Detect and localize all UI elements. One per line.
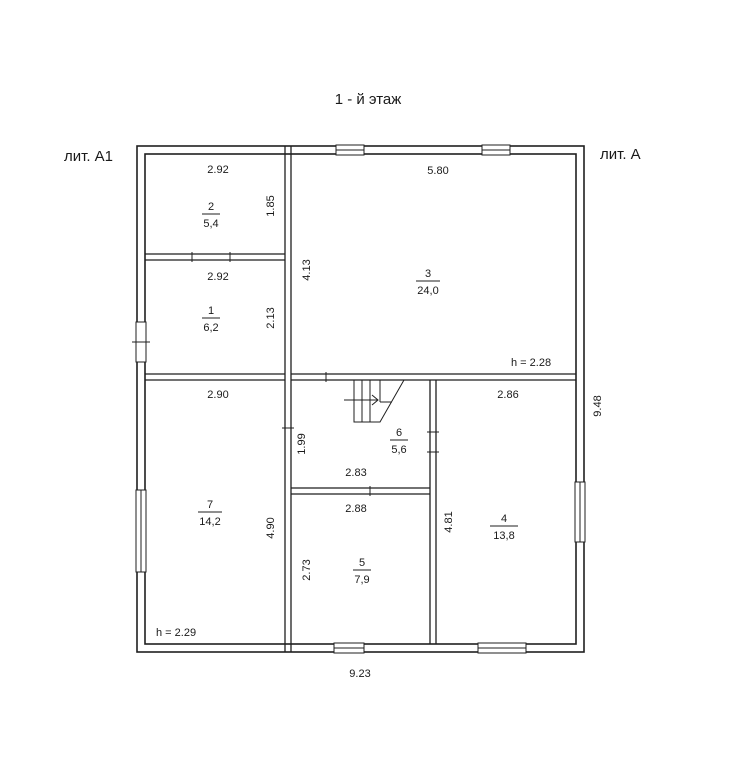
dim-room5-height: 2.73 (301, 559, 313, 580)
dim-room7-height: 4.90 (265, 517, 277, 538)
dim-room3-width: 5.80 (427, 165, 448, 177)
room-7-area: 14,2 (199, 516, 220, 528)
dim-room6-height: 1.99 (296, 433, 308, 454)
dim-room4-height: 4.81 (443, 511, 455, 532)
dim-room1-height: 2.13 (265, 307, 277, 328)
room-3-label: 3 24,0 (416, 268, 440, 297)
dim-total-height: 9.48 (592, 395, 604, 416)
room-5-number: 5 (359, 557, 365, 569)
room-7-number: 7 (207, 499, 213, 511)
room-4-area: 13,8 (493, 530, 514, 542)
room-3-area: 24,0 (417, 285, 438, 297)
dim-room1-width: 2.92 (207, 271, 228, 283)
dim-room2-height: 1.85 (265, 195, 277, 216)
room-1-label: 1 6,2 (202, 305, 220, 334)
dim-room7-width: 2.90 (207, 389, 228, 401)
room-1-number: 1 (208, 305, 214, 317)
room-6-number: 6 (396, 427, 402, 439)
door-marks (132, 252, 439, 496)
room-1-area: 6,2 (203, 322, 218, 334)
room-4-label: 4 13,8 (490, 513, 518, 542)
room-5-label: 5 7,9 (353, 557, 371, 586)
dim-room5-width: 2.88 (345, 503, 366, 515)
room-6-area: 5,6 (391, 444, 406, 456)
room-7-label: 7 14,2 (198, 499, 222, 528)
staircase (344, 379, 405, 423)
height-left-label: h = 2.29 (156, 627, 196, 639)
dim-room4-width: 2.86 (497, 389, 518, 401)
dim-room6-width: 2.83 (345, 467, 366, 479)
dim-room3-height: 4.13 (301, 259, 313, 280)
room-5-area: 7,9 (354, 574, 369, 586)
room-3-number: 3 (425, 268, 431, 280)
room-2-number: 2 (208, 201, 214, 213)
lit-a-label: лит. А (600, 146, 641, 163)
floor-title: 1 - й этаж (335, 91, 402, 108)
dim-room2-width: 2.92 (207, 164, 228, 176)
lit-a1-label: лит. А1 (64, 148, 113, 165)
dim-total-width: 9.23 (349, 668, 370, 680)
room-2-label: 2 5,4 (202, 201, 220, 230)
room-2-area: 5,4 (203, 218, 218, 230)
room-4-number: 4 (501, 513, 507, 525)
room-6-label: 6 5,6 (390, 427, 408, 456)
interior-walls (145, 146, 576, 652)
height-right-label: h = 2.28 (511, 357, 551, 369)
